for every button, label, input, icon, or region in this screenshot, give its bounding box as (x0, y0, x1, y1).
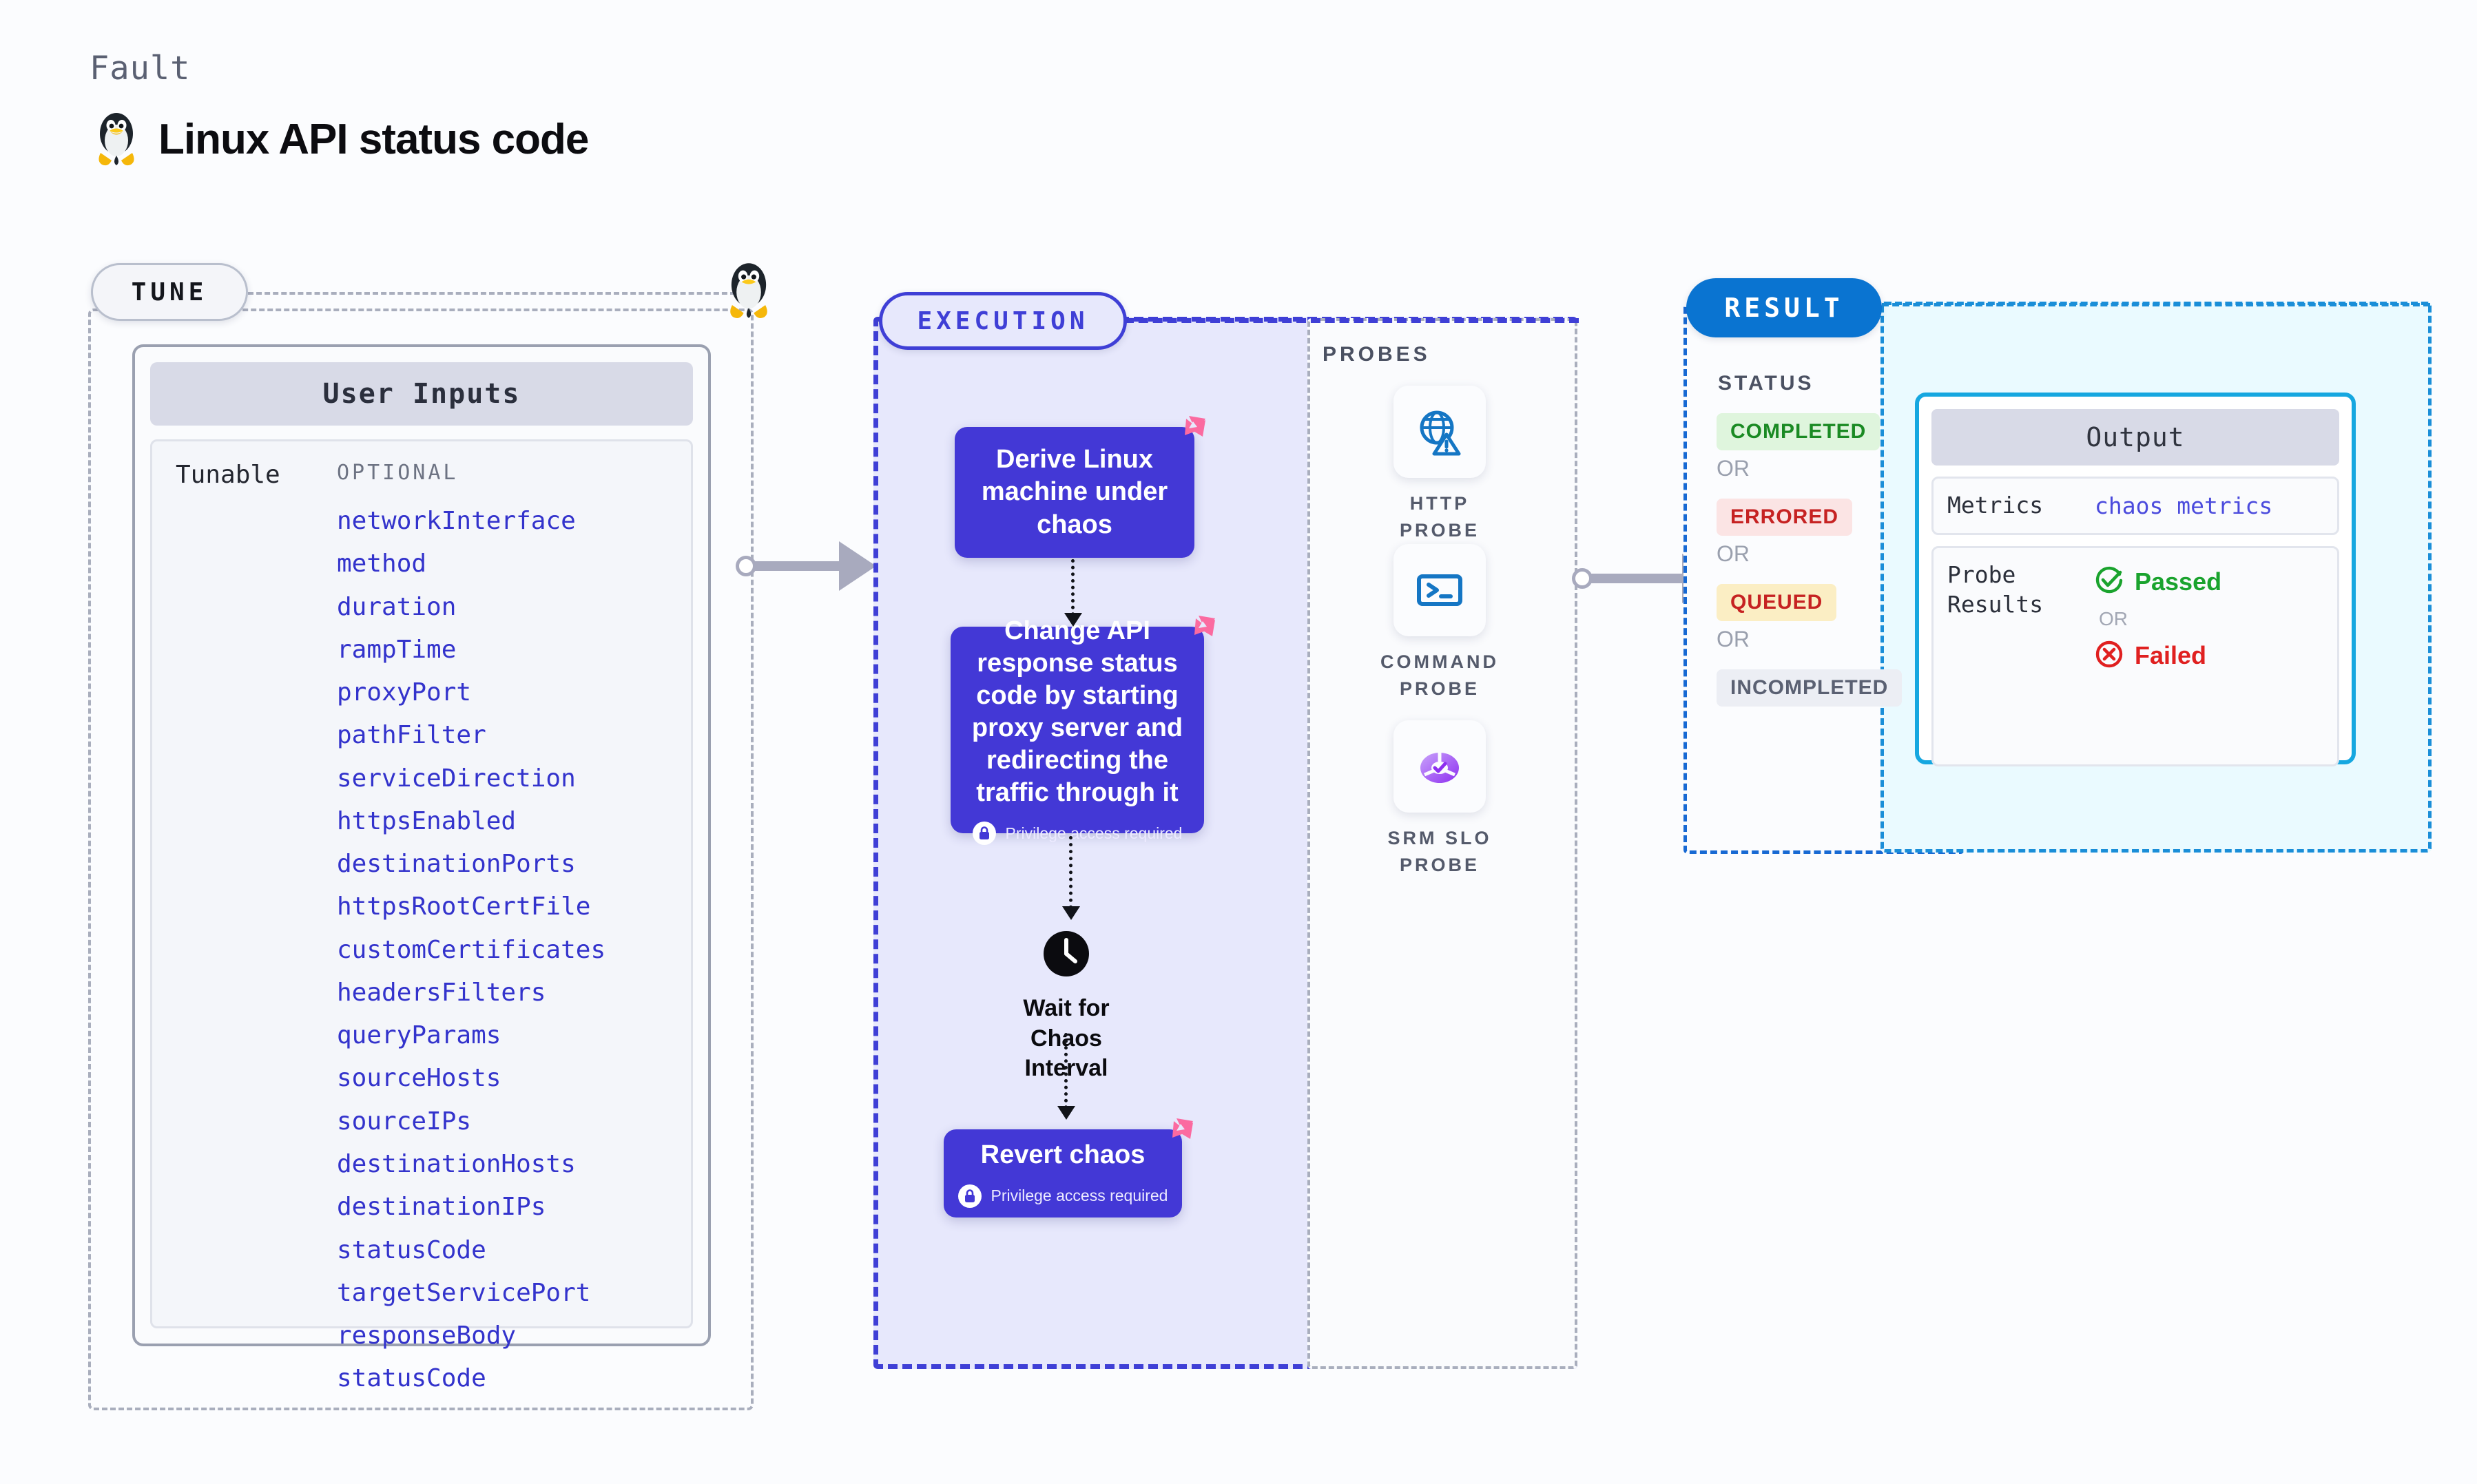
probes-title: PROBES (1323, 343, 1431, 366)
failed-label: Failed (2135, 641, 2207, 670)
node-title: Change API response status code by start… (971, 616, 1183, 808)
probe-srm-slo[interactable]: SRM SLO PROBE (1371, 720, 1509, 879)
node-change-status-code[interactable]: Change API response status code by start… (951, 616, 1215, 846)
flow-arrow-derive-to-change (1064, 559, 1082, 627)
probes-region-border (1307, 318, 1577, 1369)
connector-line (745, 561, 842, 571)
tune-region (88, 309, 754, 1410)
tunable-param[interactable]: method (337, 550, 427, 578)
tunable-param[interactable]: destinationPorts (337, 850, 576, 879)
flow-arrow-wait-to-revert (1057, 1033, 1075, 1120)
probe-results-key: Probe Results (1947, 561, 2044, 618)
tunable-param[interactable]: statusCode (337, 1364, 486, 1393)
page-title-text: Linux API status code (158, 115, 589, 163)
node-title: Revert chaos (980, 1140, 1146, 1170)
terminal-icon (1393, 544, 1486, 636)
execution-leader-line (1124, 318, 1579, 323)
metrics-key: Metrics (1947, 492, 2044, 519)
result-pill[interactable]: RESULT (1686, 278, 1882, 337)
status-badge: ERRORED (1717, 499, 1853, 536)
tunable-param[interactable]: customCertificates (337, 935, 606, 964)
flow-arrow-change-to-wait (1062, 836, 1080, 920)
chaos-badge-icon (1165, 412, 1210, 456)
page-title: Linux API status code (94, 110, 589, 168)
privilege-text: Privilege access required (1005, 824, 1183, 842)
node-title: Derive Linux machine under chaos (981, 445, 1168, 539)
tunable-param[interactable]: httpsEnabled (337, 806, 517, 835)
tunable-param[interactable]: networkInterface (337, 507, 576, 535)
status-or-label: OR (1717, 627, 1750, 651)
linux-penguin-icon (94, 110, 139, 168)
node-derive-machine[interactable]: Derive Linux machine under chaos (955, 416, 1205, 558)
connector-start-dot (736, 556, 756, 576)
probe-results-values: Passed OR Failed (2095, 561, 2221, 672)
connector-arrow-icon (839, 541, 876, 591)
user-inputs-title: User Inputs (150, 362, 693, 426)
optional-group-label: OPTIONAL (337, 461, 459, 485)
output-row-metrics: Metrics chaos metrics (1931, 477, 2339, 535)
tunable-param[interactable]: responseBody (337, 1321, 517, 1350)
tunable-param[interactable]: rampTime (337, 635, 457, 664)
globe-warning-icon (1393, 386, 1486, 478)
chaos-badge-icon (1153, 1114, 1197, 1158)
tunable-param[interactable]: duration (337, 592, 457, 621)
tunable-param[interactable]: proxyPort (337, 678, 472, 707)
user-inputs-body: Tunable OPTIONAL networkInterface method d… (150, 439, 693, 1392)
tunable-param[interactable]: sourceHosts (337, 1064, 501, 1093)
probe-label: COMMAND PROBE (1380, 651, 1499, 700)
connector-start-dot (1572, 568, 1593, 589)
tunable-param[interactable]: httpsRootCertFile (337, 892, 591, 921)
result-leader-line (1882, 303, 2430, 306)
tunable-param[interactable]: sourceIPs (337, 1107, 472, 1136)
status-or-label: OR (1717, 541, 1750, 566)
tune-leader-line (248, 292, 736, 295)
execution-pill[interactable]: EXECUTION (879, 292, 1127, 350)
fault-eyebrow: Fault (90, 50, 191, 87)
output-card: Output Metrics chaos metrics Probe Resul… (1915, 393, 2356, 766)
output-row-probe-results: Probe Results Passed OR (1931, 545, 2339, 766)
connector-line (1582, 574, 1685, 583)
user-inputs-card: User Inputs Tunable OPTIONAL networkInte… (132, 344, 711, 1392)
tunable-param[interactable]: destinationHosts (337, 1149, 576, 1178)
probe-label: HTTP PROBE (1399, 493, 1480, 541)
probe-label: SRM SLO PROBE (1387, 828, 1492, 876)
status-badge: QUEUED (1717, 584, 1837, 621)
tunable-param[interactable]: headersFilters (337, 978, 546, 1007)
probes-region (1307, 318, 1577, 1369)
slo-donut-check-icon (1393, 720, 1486, 813)
tunable-param[interactable]: statusCode (337, 1235, 486, 1264)
chaos-badge-icon (1175, 612, 1219, 656)
node-revert-chaos[interactable]: Revert chaos Privilege access required (944, 1118, 1193, 1217)
probe-result-failed: Failed (2095, 640, 2221, 672)
tune-pill[interactable]: TUNE (91, 263, 248, 321)
tunable-param[interactable]: destinationIPs (337, 1193, 546, 1222)
probe-or-label: OR (2099, 607, 2128, 629)
check-circle-icon (2095, 566, 2124, 598)
lock-icon (957, 1184, 982, 1208)
probe-result-passed: Passed (2095, 566, 2221, 598)
tunable-param[interactable]: serviceDirection (337, 764, 576, 793)
tunable-label: Tunable (176, 461, 280, 489)
output-title: Output (1931, 409, 2339, 466)
tunable-params-list: OPTIONAL networkInterface method duration r… (337, 461, 678, 1392)
privilege-text: Privilege access required (991, 1187, 1168, 1205)
metrics-value[interactable]: chaos metrics (2095, 492, 2273, 519)
tune-linux-penguin-icon (725, 260, 773, 324)
tunable-param[interactable]: queryParams (337, 1021, 501, 1050)
clock-icon (1041, 928, 1092, 983)
probe-http[interactable]: HTTP PROBE (1371, 386, 1509, 544)
tunable-param[interactable]: pathFilter (337, 721, 486, 750)
x-circle-icon (2095, 640, 2124, 672)
probe-command[interactable]: COMMAND PROBE (1371, 544, 1509, 702)
lock-icon (972, 822, 996, 846)
status-or-label: OR (1717, 456, 1750, 481)
tune-region-border (88, 309, 754, 1410)
passed-label: Passed (2135, 567, 2222, 596)
privilege-badge: Privilege access required (957, 1184, 1168, 1208)
tunable-param[interactable]: targetServicePort (337, 1278, 591, 1307)
privilege-badge: Privilege access required (972, 822, 1183, 846)
status-badge: COMPLETED (1717, 413, 1880, 450)
status-badge: INCOMPLETED (1717, 669, 1903, 707)
status-title: STATUS (1718, 372, 1814, 395)
